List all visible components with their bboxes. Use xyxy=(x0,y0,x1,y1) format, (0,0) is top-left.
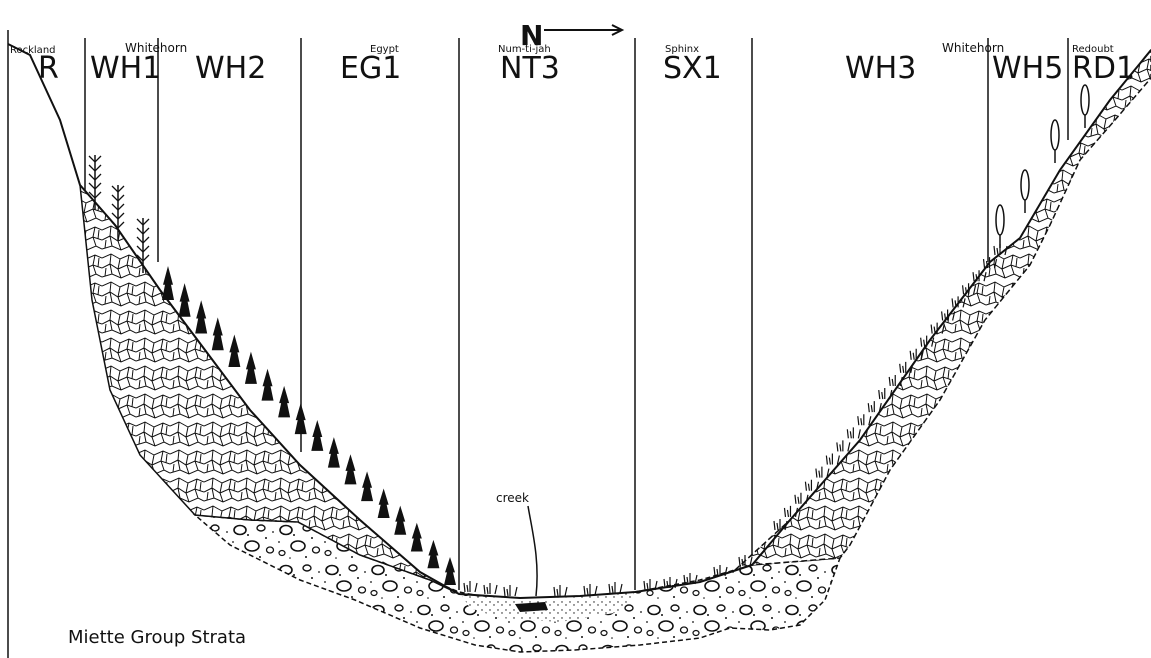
strata-label: Miette Group Strata xyxy=(68,627,246,648)
grass-tuft-icon xyxy=(583,584,598,596)
dark-conifer-icon xyxy=(444,557,456,585)
zone-code-wh2: WH2 xyxy=(195,51,266,86)
grass-tuft-icon xyxy=(888,374,903,387)
grass-tuft-icon xyxy=(825,453,840,465)
dark-conifer-icon xyxy=(394,505,407,535)
zone-code-sx1: SX1 xyxy=(663,51,722,86)
poplar-tree-icon xyxy=(995,204,1005,248)
creek-label: creek xyxy=(496,491,529,505)
grass-tuft-icon xyxy=(804,479,820,491)
arrow-head-icon xyxy=(611,24,625,36)
grass-tuft-icon xyxy=(993,244,1008,256)
grass-tuft-icon xyxy=(773,519,788,531)
dark-conifer-icon xyxy=(311,420,324,451)
grass-tuft-icon xyxy=(920,335,935,347)
north-indicator: N xyxy=(520,19,625,52)
poplar-tree-icon xyxy=(1050,119,1060,163)
right-rock-slope xyxy=(734,48,1151,571)
grass-tuft-icon xyxy=(878,388,893,400)
zone-dividers xyxy=(84,38,1069,590)
dark-conifer-icon xyxy=(344,454,357,485)
zone-name-egypt: Egypt xyxy=(370,44,399,55)
grass-tuft-icon xyxy=(663,577,678,589)
zone-code-r: R xyxy=(38,51,59,86)
grass-tufts xyxy=(463,244,1008,597)
zone-name-sphinx: Sphinx xyxy=(665,44,699,55)
grass-tuft-icon xyxy=(961,283,977,295)
zone-code-rd1: RD1 xyxy=(1072,51,1135,86)
creek-sand xyxy=(462,592,635,622)
grass-tuft-icon xyxy=(899,361,914,373)
dark-conifer-icon xyxy=(178,283,191,317)
zone-code-nt3: NT3 xyxy=(500,51,560,86)
grass-tuft-icon xyxy=(867,401,882,413)
zone-name-redoubt: Redoubt xyxy=(1072,44,1114,55)
grass-tuft-icon xyxy=(951,296,966,308)
grass-tuft-icon xyxy=(483,583,498,595)
zone-name-whitehorn-2: Whitehorn xyxy=(942,41,1004,55)
grass-tuft-icon xyxy=(836,440,851,452)
zone-code-eg1: EG1 xyxy=(340,51,401,86)
creek-water xyxy=(515,602,548,612)
dark-conifer-icon xyxy=(361,471,374,502)
grass-tuft-icon xyxy=(713,565,728,577)
north-letter: N xyxy=(520,19,543,52)
dark-conifer-icon xyxy=(195,300,208,334)
poplar-tree-icon xyxy=(1080,84,1090,128)
dark-conifer-icon xyxy=(410,522,423,552)
zone-name-rockland: Rockland xyxy=(10,45,56,56)
grass-tuft-icon xyxy=(783,505,799,518)
poplar-trees-right xyxy=(995,84,1090,248)
conifer-shrub-icon xyxy=(111,185,125,240)
poplar-tree-icon xyxy=(1020,169,1030,213)
grass-tuft-icon xyxy=(738,555,753,567)
zone-code-wh3: WH3 xyxy=(845,51,916,86)
conifer-shrub-icon xyxy=(88,155,102,210)
grass-tuft-icon xyxy=(930,322,945,334)
dark-conifer-icon xyxy=(278,385,291,418)
grass-tuft-icon xyxy=(815,466,830,478)
grass-tuft-icon xyxy=(643,579,658,591)
grass-tuft-icon xyxy=(941,309,956,321)
grass-tuft-icon xyxy=(846,427,861,439)
dark-conifer-icon xyxy=(244,351,257,384)
dark-conifer-icon xyxy=(377,488,390,518)
grass-tuft-icon xyxy=(857,414,872,426)
dark-conifer-icon xyxy=(327,437,340,468)
conifer-shrubs-left xyxy=(88,155,150,273)
grass-tuft-icon xyxy=(608,582,623,594)
grass-tuft-icon xyxy=(503,585,518,597)
zone-name-num-ti-jah: Num-ti-jah xyxy=(498,44,551,55)
grass-tuft-icon xyxy=(982,257,998,269)
gravel-layer xyxy=(192,514,842,653)
zone-code-wh1: WH1 xyxy=(90,51,161,86)
dark-conifer-icon xyxy=(294,402,307,435)
zone-code-wh5: WH5 xyxy=(992,51,1063,86)
grass-tuft-icon xyxy=(972,270,987,282)
dark-conifer-trees xyxy=(162,266,456,585)
creek-pointer xyxy=(527,505,538,597)
dark-conifer-icon xyxy=(427,539,440,569)
grass-tuft-icon xyxy=(794,492,809,504)
zone-name-whitehorn-1: Whitehorn xyxy=(125,41,187,55)
grass-tuft-icon xyxy=(553,585,568,597)
dark-conifer-icon xyxy=(162,266,174,300)
dark-conifer-icon xyxy=(261,368,274,401)
dark-conifer-icon xyxy=(228,334,241,368)
conifer-shrub-icon xyxy=(136,218,150,273)
grass-tuft-icon xyxy=(463,581,478,593)
dark-conifer-icon xyxy=(211,317,224,351)
grass-tuft-icon xyxy=(683,573,698,585)
grass-tuft-icon xyxy=(909,348,924,360)
